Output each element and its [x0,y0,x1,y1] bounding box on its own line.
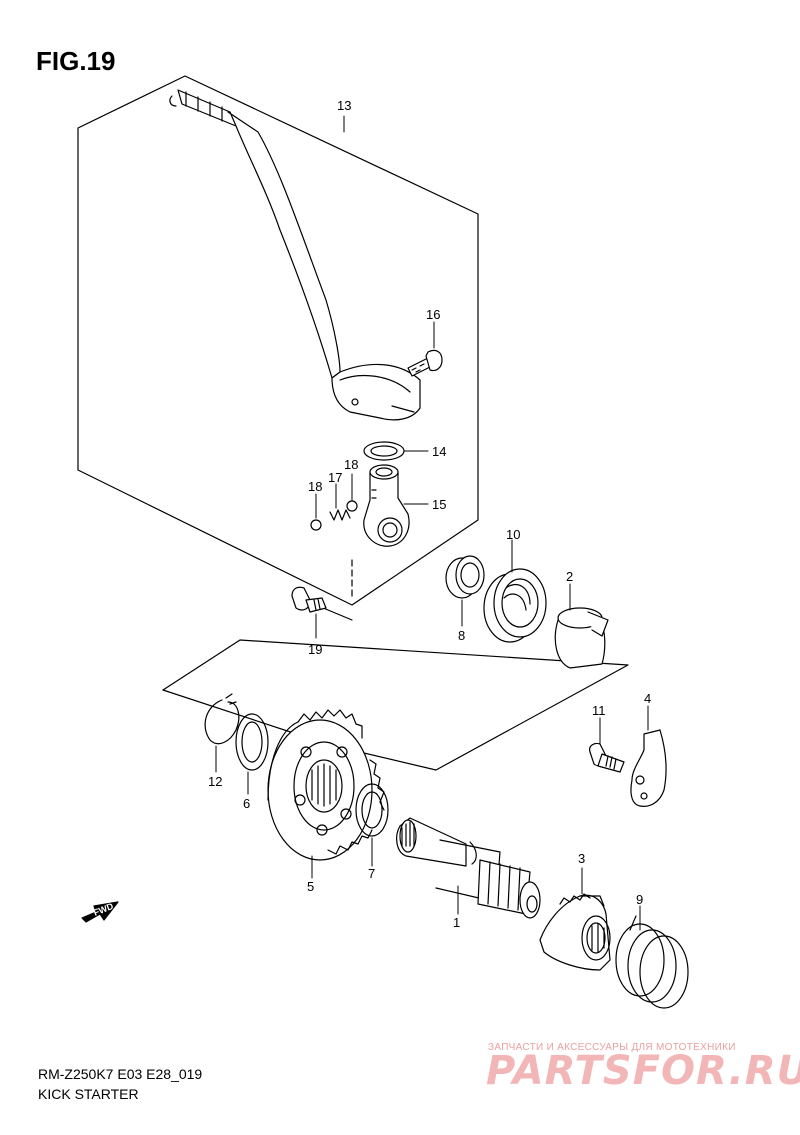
stopper-part-2 [554,607,609,669]
callout-17[interactable]: 17 [328,470,343,485]
callout-6[interactable]: 6 [243,796,251,811]
washer-part-6 [235,713,269,771]
spring-part-9 [615,915,689,1009]
middle-group-outline [162,639,629,771]
callout-9[interactable]: 9 [636,892,644,907]
callout-5[interactable]: 5 [307,879,315,894]
callout-1[interactable]: 1 [453,915,461,930]
washer-part-7 [355,783,389,837]
callout-8[interactable]: 8 [458,628,466,643]
shaft-part-1 [396,817,541,919]
callout-18-lower[interactable]: 18 [308,479,323,494]
leader-lines [215,115,649,931]
ball-part-18-left [310,519,322,531]
assembly-name: KICK STARTER [38,1086,139,1102]
bolt-part-16 [407,349,443,377]
callout-19[interactable]: 19 [308,642,323,657]
callout-7[interactable]: 7 [368,866,376,881]
spring-part-17 [329,509,351,521]
drive-gear-part-3 [539,893,611,971]
circlip-part-12 [204,699,240,745]
callout-2[interactable]: 2 [566,569,574,584]
upper-group-outline [77,75,479,606]
watermark-brand: PARTSFOR.RU [486,1048,800,1094]
bolt-part-19 [291,586,327,613]
kick-lever-part-13 [169,89,421,421]
callout-11[interactable]: 11 [592,703,606,718]
model-code: RM-Z250K7 E03 E28_019 [38,1066,203,1082]
callout-16[interactable]: 16 [426,307,441,322]
guide-plate-part-4 [630,729,667,807]
callout-4[interactable]: 4 [644,691,652,706]
lever-boss-part-15 [363,464,410,547]
callout-10[interactable]: 10 [506,527,521,542]
oil-seal-part-8 [445,555,485,599]
spring-guide-part-10 [483,568,547,643]
fwd-arrow-icon [81,901,119,923]
figure-title: FIG.19 [36,46,116,76]
watermark-tagline: ЗАПЧАСТИ И АКСЕССУАРЫ ДЛЯ МОТОТЕХНИКИ [488,1042,736,1053]
callout-13[interactable]: 13 [337,98,352,113]
callout-12[interactable]: 12 [208,774,223,789]
callout-18-upper[interactable]: 18 [344,457,359,472]
callout-3[interactable]: 3 [578,851,586,866]
washer-part-14 [363,441,405,461]
bolt-part-11 [589,742,625,773]
callout-14[interactable]: 14 [432,444,447,459]
ball-part-18-right [346,500,358,512]
callout-15[interactable]: 15 [432,497,447,512]
